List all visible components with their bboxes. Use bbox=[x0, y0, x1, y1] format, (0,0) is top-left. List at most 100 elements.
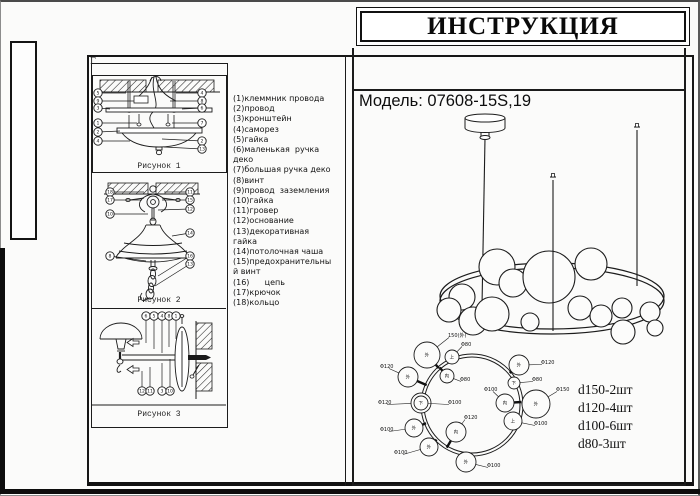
ball-label-leader bbox=[521, 422, 536, 426]
terminal-block bbox=[133, 95, 149, 104]
ball-position-mark: 外 bbox=[427, 444, 432, 451]
callout-number: 8 bbox=[201, 99, 204, 105]
callout-number: 4 bbox=[161, 314, 164, 320]
ball-diameter-label: Φ100 bbox=[448, 400, 461, 406]
parts-list-line: (9)провод заземления bbox=[233, 185, 330, 195]
callout-number: 3 bbox=[161, 389, 164, 395]
top-view-ball bbox=[503, 411, 523, 431]
parts-list-line: (4)саморез bbox=[233, 124, 279, 134]
top-view-ball bbox=[445, 421, 467, 443]
top-view-ball bbox=[413, 395, 429, 411]
figure-3-caption: Рисунок 3 bbox=[137, 410, 180, 419]
ball-label-leader bbox=[436, 337, 450, 348]
ball-diameter-label: Φ100 bbox=[484, 387, 497, 393]
ball-size-line: d150-2шт bbox=[578, 382, 633, 397]
callout-number: 5 bbox=[153, 314, 156, 320]
ball-size-line: d80-3шт bbox=[578, 436, 626, 451]
callout-number: 10 bbox=[167, 389, 173, 395]
parts-list-line: (13)декоративная bbox=[233, 226, 310, 236]
callout-circle bbox=[171, 311, 181, 321]
ball-position-mark: 内 bbox=[503, 400, 507, 407]
parts-list-line: (6)маленькая ручка bbox=[233, 145, 320, 155]
top-view-ball bbox=[455, 451, 477, 473]
figures-panel bbox=[91, 63, 228, 428]
callout-number: 4 bbox=[201, 91, 204, 97]
parts-list-line: (10)гайка bbox=[233, 196, 274, 206]
parts-list-line: (16) цепь bbox=[233, 277, 285, 287]
parts-list-line: (8)винт bbox=[233, 175, 265, 185]
callout-number: 8 bbox=[109, 254, 112, 260]
corner-mark: Г bbox=[90, 56, 96, 67]
product-panel bbox=[352, 48, 686, 486]
ball-size-line: d100-6шт bbox=[578, 418, 633, 433]
callout-number: 10 bbox=[107, 212, 113, 218]
ceiling-canopy-dish bbox=[116, 127, 203, 156]
mounting-bracket bbox=[105, 107, 213, 113]
parts-list-line: (11)гровер bbox=[233, 206, 279, 216]
glass-ball bbox=[567, 295, 593, 321]
center-rod bbox=[550, 173, 556, 331]
parts-list-line: (14)потолочная чаша bbox=[233, 247, 324, 257]
callout-number: 3 bbox=[97, 106, 100, 112]
callout-number: 13 bbox=[199, 147, 205, 153]
glass-ball bbox=[611, 297, 633, 319]
ball-position-mark: 外 bbox=[406, 374, 411, 381]
callout-leader bbox=[154, 263, 191, 287]
canopy bbox=[464, 113, 506, 140]
callout-circle bbox=[185, 228, 195, 238]
mount-arm bbox=[122, 354, 175, 361]
glass-balls bbox=[436, 247, 664, 345]
parts-list-line: (17)крючок bbox=[233, 287, 281, 297]
figure-1-border bbox=[92, 75, 227, 173]
ball-label-leader bbox=[388, 428, 406, 432]
top-view-ball bbox=[404, 418, 424, 438]
callout-number: 7 bbox=[201, 121, 204, 127]
parts-list: (1)клеммник провода(2)провод(3)кронштейн… bbox=[233, 94, 345, 308]
top-view-ball bbox=[444, 349, 460, 365]
ball-diameter-label: Φ80 bbox=[461, 342, 471, 348]
parts-list-line: (5)гайка bbox=[233, 134, 269, 144]
parts-list-line: деко bbox=[233, 155, 254, 165]
column-divider bbox=[345, 55, 346, 486]
ball-size-line: d120-4шт bbox=[578, 400, 633, 415]
title-inner-border: ИНСТРУКЦИЯ bbox=[360, 11, 686, 42]
callout-leader bbox=[157, 208, 191, 211]
callout-number: 13 bbox=[187, 262, 193, 268]
callout-number: 15 bbox=[187, 198, 193, 204]
ball-label-leader bbox=[492, 391, 499, 397]
glass-ball bbox=[474, 296, 510, 332]
callout-number: 2 bbox=[201, 139, 204, 145]
parts-list-line: й винт bbox=[233, 267, 261, 277]
ball-diameter-label: Φ120 bbox=[464, 415, 477, 421]
callout-number: 1 bbox=[175, 314, 178, 320]
parts-list-line: (7)большая ручка деко bbox=[233, 165, 331, 175]
callout-circle bbox=[165, 386, 175, 396]
ball-position-mark: 内 bbox=[454, 429, 458, 436]
top-view-ball bbox=[413, 341, 441, 369]
parts-list-line: (18)кольцо bbox=[233, 298, 280, 308]
glass-ball bbox=[589, 304, 613, 328]
ball-label-leader bbox=[461, 419, 466, 425]
callout-circle bbox=[93, 118, 103, 128]
ball-diameter-label: Φ100 bbox=[487, 463, 500, 469]
wall-stud bbox=[188, 355, 211, 379]
glass-ball bbox=[520, 312, 540, 332]
callout-leader bbox=[163, 146, 203, 150]
callout-number: 1 bbox=[97, 121, 100, 127]
ceiling-cup bbox=[115, 224, 191, 271]
figure-2-caption: Рисунок 2 bbox=[137, 296, 180, 305]
callout-number: 8 bbox=[168, 314, 171, 320]
ball-label-leader bbox=[519, 381, 534, 383]
parts-list-line: (3)кронштейн bbox=[233, 114, 292, 124]
glass-ball bbox=[436, 297, 462, 323]
ball-position-mark: 内 bbox=[445, 373, 449, 380]
ball-label-leader bbox=[475, 464, 489, 468]
callout-circle bbox=[145, 386, 155, 396]
ball-position-mark: 外 bbox=[425, 352, 430, 359]
callout-circle bbox=[105, 209, 115, 219]
parts-list-line: (2)провод bbox=[233, 104, 275, 114]
ball-diameter-label: Φ100 bbox=[380, 427, 393, 433]
